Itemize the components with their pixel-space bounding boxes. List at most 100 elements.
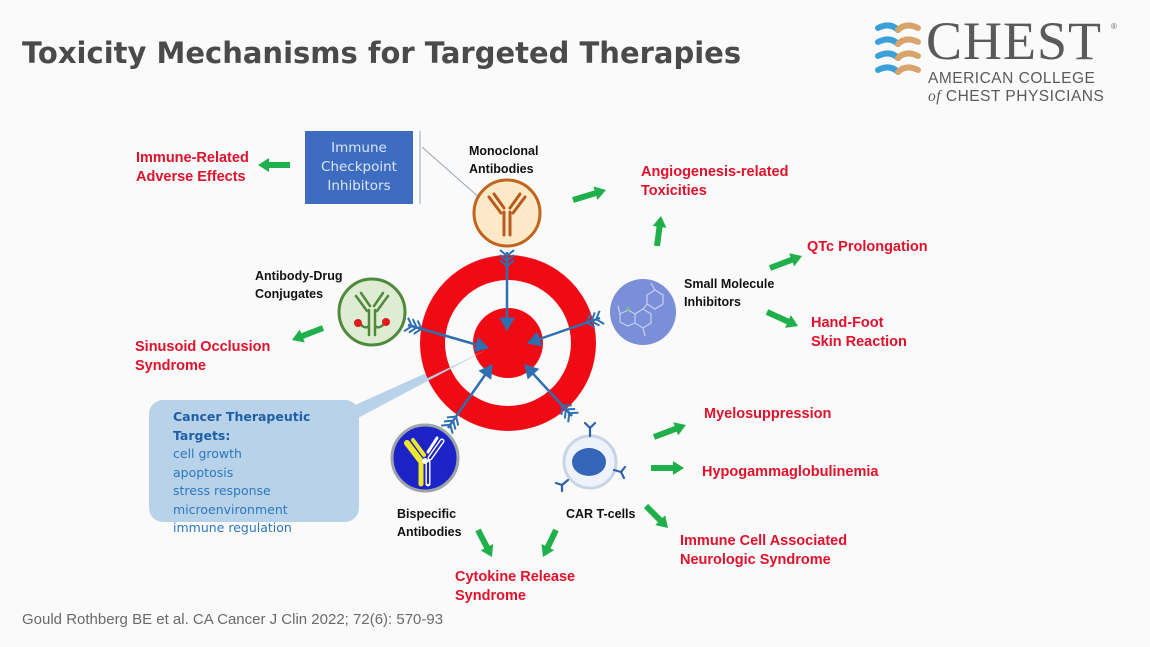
target-bullseye-center [473,308,543,378]
ici-line-1: Immune [331,140,387,156]
immune-checkpoint-inhibitors-box: Immune Checkpoint Inhibitors [305,131,413,204]
callout-item: apoptosis [173,464,234,480]
logo-line-1: AMERICAN COLLEGE [928,70,1096,87]
slide-title: Toxicity Mechanisms for Targeted Therapi… [22,36,742,70]
toxicity-hypogammaglobulinemia: Hypogammaglobulinemia [702,463,878,482]
chest-ribcage-icon [875,22,921,75]
dart-fletching [403,317,414,333]
dart-fletching [560,404,572,415]
label-line: Inhibitors [684,295,741,309]
arrow-to-hand-foot [765,309,798,328]
dart-head [499,317,515,331]
label-line: Cytokine Release [455,569,576,585]
label-line: Hand-Foot [811,315,884,331]
label-line: Antibodies [469,162,534,176]
label-line: QTc Prolongation [807,239,928,255]
logo-registered-mark: ® [1111,22,1117,31]
label-line: Hypogammaglobulinemia [702,464,879,480]
ici-line-3: Inhibitors [327,178,391,194]
small-molecule-icon [610,279,676,345]
label-line: Immune Cell Associated [680,533,848,549]
dart-fletching [563,408,576,419]
ici-line-2: Checkpoint [321,159,397,175]
dart-fletching [499,259,515,268]
chest-logo: CHEST ® AMERICAN COLLEGE of CHEST PHYSIC… [872,11,1132,106]
label-small-molecule-inhibitors: Small Molecule Inhibitors [684,275,774,311]
dart-bispecific [441,364,494,434]
callout-item: microenvironment [173,501,288,517]
arrow-to-qtc [768,253,802,271]
toxicity-hand-foot-skin-reaction: Hand-Foot Skin Reaction [811,314,907,352]
label-line: Adverse Effects [136,169,246,185]
dart-fletching [594,310,605,325]
label-line: Syndrome [135,358,206,374]
label-line: Antibodies [397,525,462,539]
arrow-to-icans [643,503,668,528]
arrow-to-immune-related [258,158,290,172]
dart-car-t [524,364,579,423]
arrow-to-myelosuppression [652,422,686,440]
dart-adc [403,317,489,353]
label-car-t-cells: CAR T-cells [566,505,635,523]
logo-line-2-italic: of [928,88,942,105]
logo-line-2-rest: CHEST PHYSICIANS [941,88,1105,105]
dart-fletching [585,313,596,329]
label-line: Myelosuppression [704,406,832,422]
dart-head [478,364,493,380]
dart-fletching [499,254,515,263]
car-t-cell-icon [554,421,627,493]
label-antibody-drug-conjugates: Antibody-Drug Conjugates [255,267,342,303]
arrow-to-crs-from-car-t [541,528,559,557]
label-line: Antibody-Drug [255,269,343,283]
label-line: Monoclonal [469,144,539,158]
ici-connector-line [421,146,483,201]
dart-head [473,336,489,353]
label-line: CAR T-cells [566,507,636,521]
dart-fletching [567,411,579,423]
toxicity-cytokine-release-syndrome: Cytokine Release Syndrome [455,568,575,606]
toxicity-qtc-prolongation: QTc Prolongation [807,238,928,257]
dart-monoclonal [499,249,515,331]
arrow-to-hypogamma [651,461,684,475]
toxicity-angiogenesis: Angiogenesis-related Toxicities [641,163,788,201]
label-line: Angiogenesis-related [641,164,789,180]
label-line: Bispecific [397,507,457,521]
label-line: Syndrome [455,588,526,604]
dart-head [527,331,543,347]
callout-item: immune regulation [173,520,292,535]
label-line: Toxicities [641,183,707,199]
logo-brand: CHEST [926,11,1103,71]
citation: Gould Rothberg BE et al. CA Cancer J Cli… [22,611,444,628]
target-bullseye [420,255,596,431]
dart-fletching [446,415,460,426]
arrow-to-sinusoid [292,325,325,343]
label-line: Conjugates [255,287,324,301]
antibody-drug-conjugate-icon [337,277,407,347]
callout-pointer-tip [330,350,486,425]
dart-fletching [441,423,454,434]
callout-item: stress response [173,483,271,498]
logo-line-2: of CHEST PHYSICIANS [928,88,1104,106]
toxicity-immune-cell-associated-neurologic-syndrome: Immune Cell Associated Neurologic Syndro… [680,532,847,570]
dart-head [524,364,540,380]
label-line: Immune-Related [136,150,249,166]
dart-fletching [413,320,423,335]
callout-heading: Cancer Therapeutic Targets: [173,409,311,443]
toxicity-myelosuppression: Myelosuppression [704,405,831,424]
label-line: Small Molecule [684,277,775,291]
dart-small-molecule [527,310,605,347]
dart-fletching [590,312,600,327]
bispecific-antibody-icon [390,423,460,493]
dart-fletching [443,419,457,430]
label-line: Skin Reaction [811,334,907,350]
arrow-to-angiogenesis-from-smi [652,216,667,247]
arrow-to-crs-from-bispecific [475,528,494,557]
label-line: Sinusoid Occlusion [135,339,271,355]
toxicity-immune-related-adverse-effects: Immune-Related Adverse Effects [136,149,249,187]
dart-fletching [408,318,418,334]
label-bispecific-antibodies: Bispecific Antibodies [397,505,462,541]
callout-item: cell growth [173,446,242,461]
arrow-to-angiogenesis-from-mab [572,186,606,203]
label-line: Neurologic Syndrome [680,552,831,568]
